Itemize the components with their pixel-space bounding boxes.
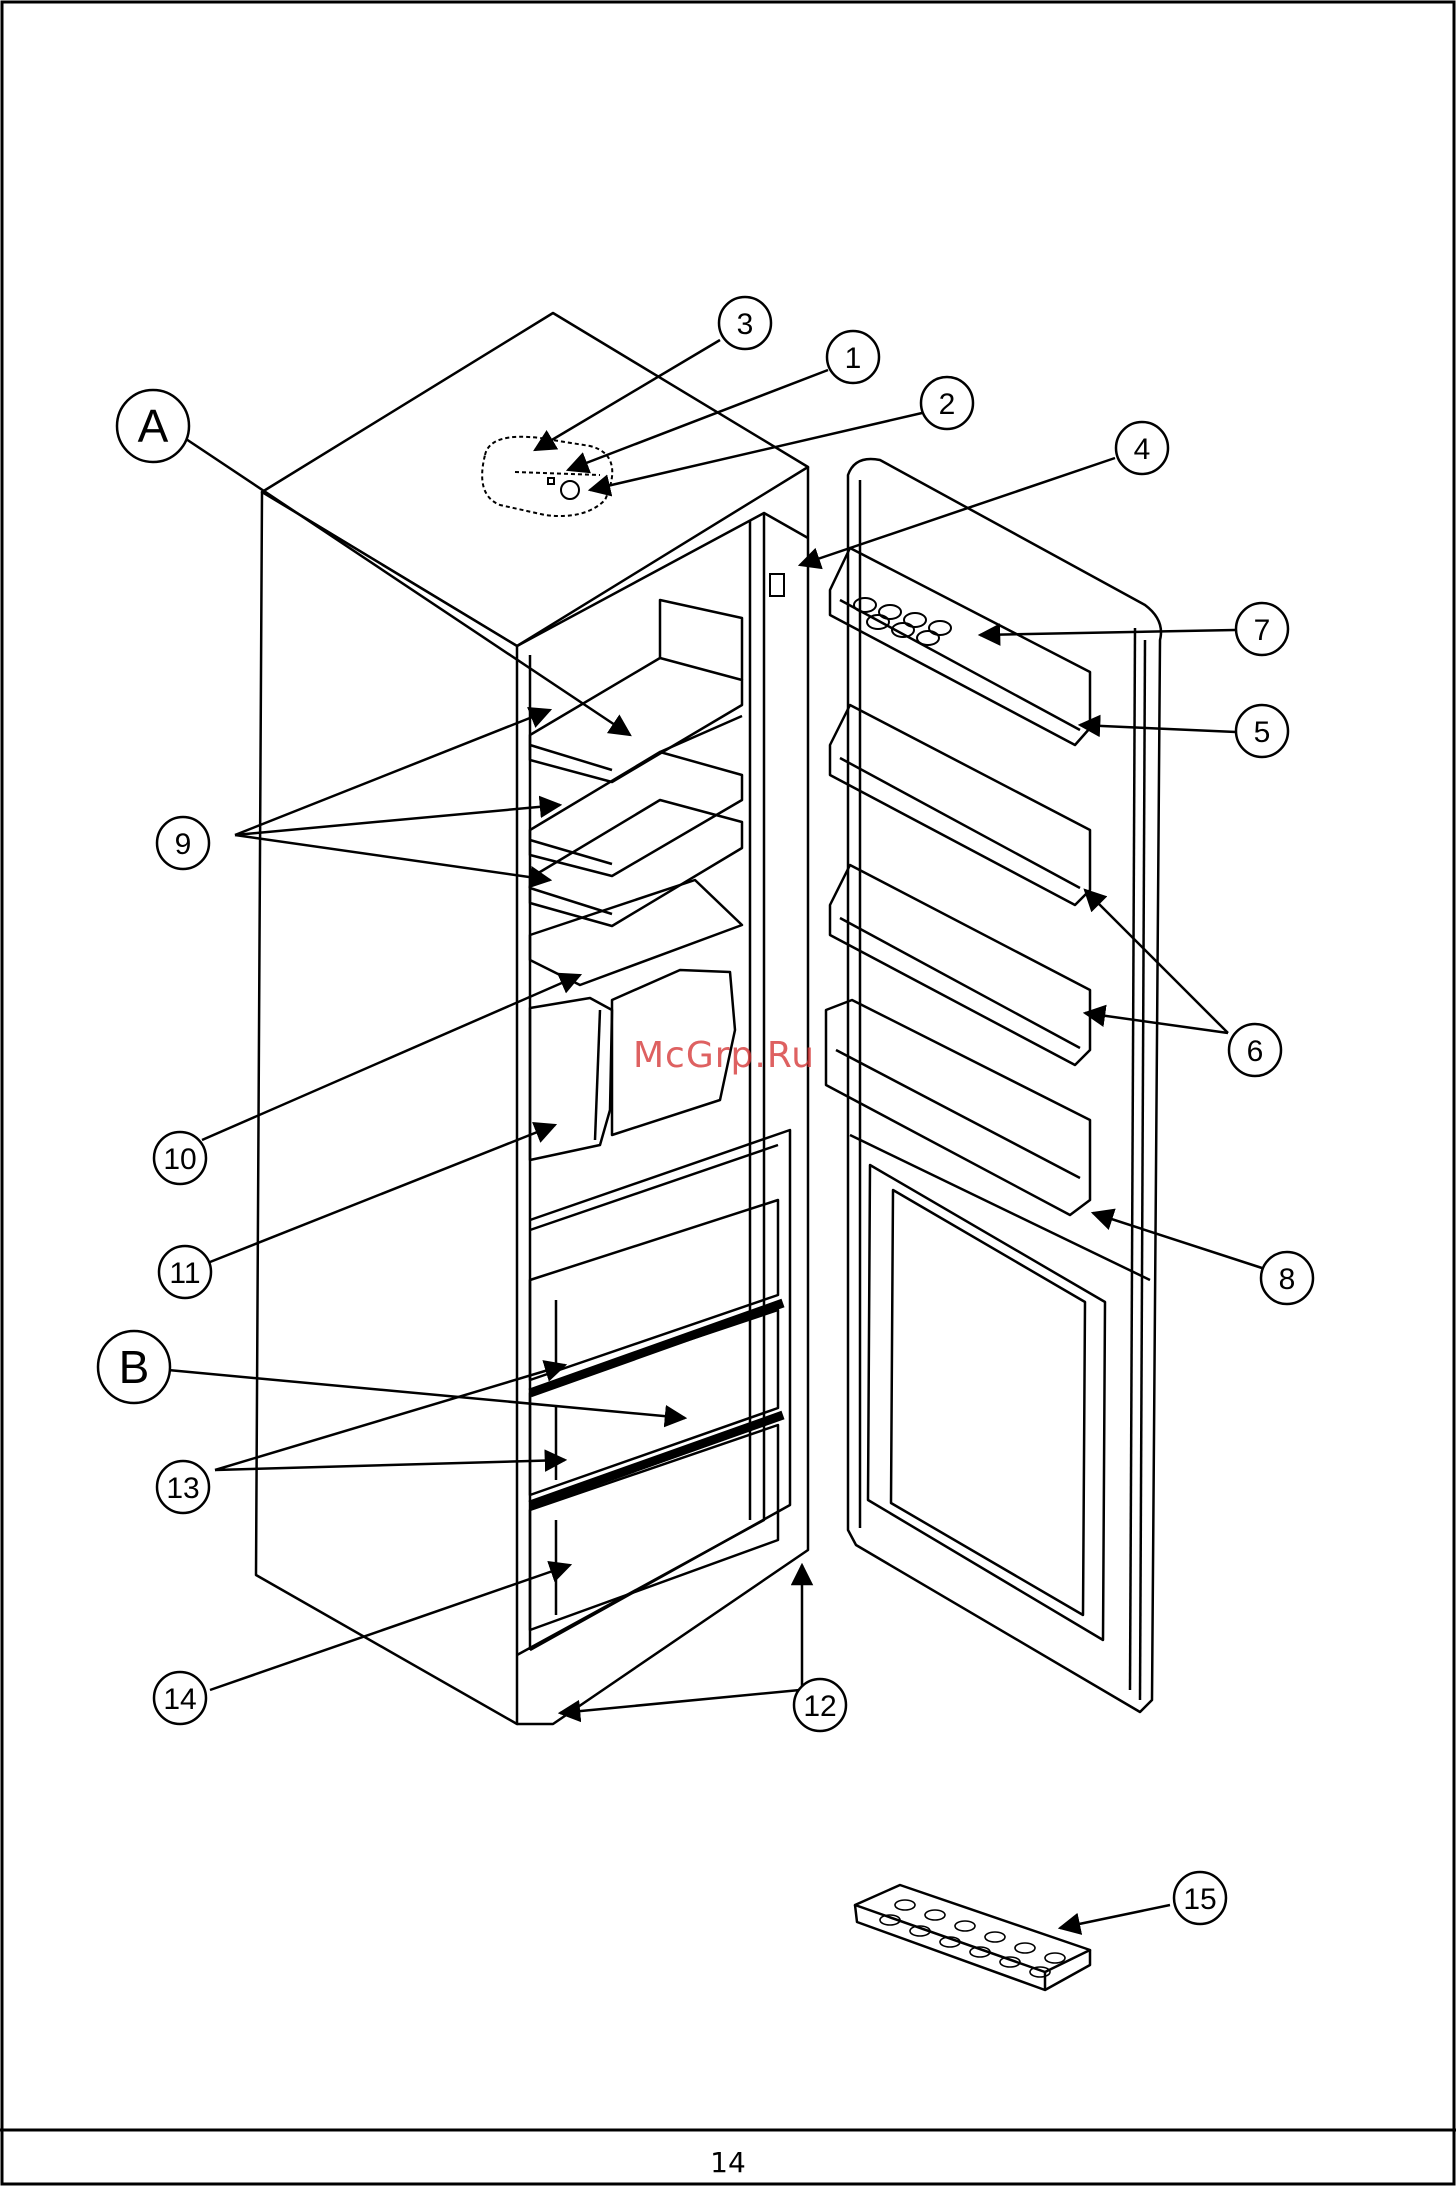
callout-12: 12 [803,1690,836,1723]
freezer-flaps [530,1303,783,1505]
watermark-text: McGrp.Ru [633,1035,815,1076]
callout-10: 10 [163,1143,196,1176]
callout-5: 5 [1254,716,1271,749]
door-bins [826,548,1090,1215]
door [848,459,1161,1712]
callout-2: 2 [939,388,956,421]
callout-7: 7 [1254,614,1271,647]
callout-15: 15 [1183,1883,1216,1916]
callout-1: 1 [845,342,862,375]
page-number: 14 [0,2146,1456,2179]
thermostat-panel [482,437,612,516]
callout-A: A [138,400,169,452]
egg-cups [854,598,951,645]
callout-8: 8 [1279,1263,1296,1296]
crisper-section [530,880,742,1160]
callout-B: B [119,1341,150,1393]
fridge-cabinet [256,313,808,1724]
callout-11: 11 [169,1257,200,1290]
callout-13: 13 [166,1472,199,1505]
glass-shelves [530,600,742,926]
ice-tray [855,1885,1090,1990]
callout-3: 3 [737,308,754,341]
callout-4: 4 [1134,433,1151,466]
callout-14: 14 [163,1683,196,1716]
callout-9: 9 [175,828,192,861]
light-switch [770,574,784,596]
callout-6: 6 [1247,1035,1264,1068]
